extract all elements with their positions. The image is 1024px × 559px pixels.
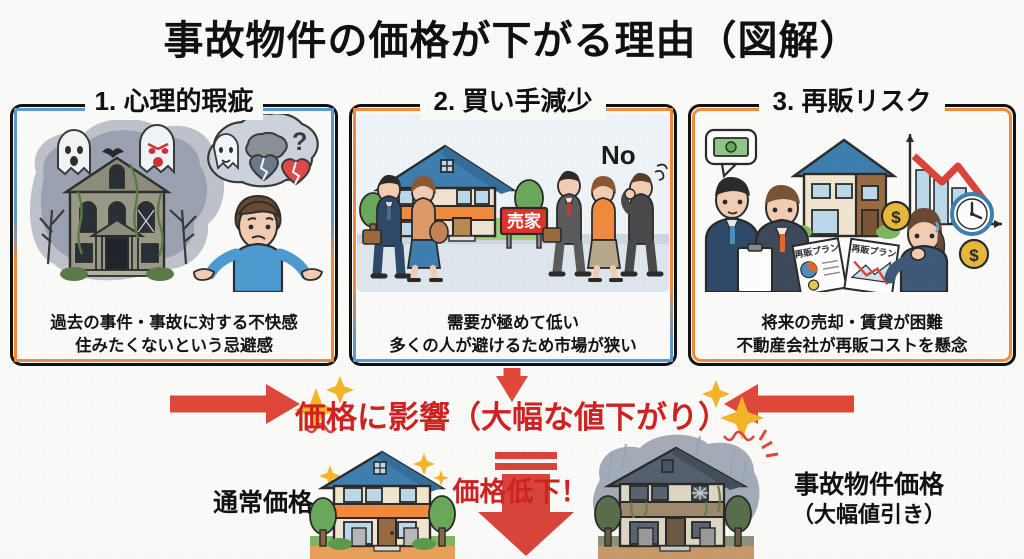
handbag — [429, 220, 449, 244]
bare-tree-left — [39, 209, 65, 265]
cracked-window — [692, 486, 708, 500]
bubble-broken-heart-grey — [248, 154, 280, 182]
svg-text:$: $ — [891, 208, 901, 227]
person-right-man-2 — [620, 163, 668, 277]
panel-2-caption-line1: 需要が極めて低い — [447, 314, 579, 333]
panel-1-illustration: ? — [18, 114, 330, 292]
normal-house-ground — [310, 545, 455, 559]
panel-3-illustration: 再販プラン 再販プラン — [696, 114, 1008, 292]
person-right-man-1 — [542, 170, 592, 277]
sweat-drop — [934, 221, 940, 233]
coin-1: $ — [880, 200, 912, 232]
shrub — [146, 267, 174, 281]
panel-1-header-notch — [85, 90, 263, 120]
price-drop-label: 価格低下！ — [452, 477, 588, 507]
briefcase — [362, 229, 382, 245]
clock-icon — [950, 192, 994, 236]
sweat-mark — [654, 163, 668, 181]
panel-1-header: 1. 心理的瑕疵 — [94, 86, 254, 116]
for-sale-sign: 売家 — [499, 206, 549, 249]
panel-2-header-notch — [420, 90, 606, 120]
panel-3-header-notch — [759, 90, 945, 120]
page-title: 事故物件の価格が下がる理由（図解） — [163, 19, 861, 63]
panel-3-caption: 将来の売却・賃貸が困難 不動産会社が再販コストを懸念 — [694, 312, 1010, 358]
impact-text: 価格に影響（大幅な値下がり） — [295, 400, 729, 435]
panel-2-header: 2. 買い手減少 — [433, 86, 593, 116]
panel-2-illustration: 売家 — [357, 114, 669, 292]
person-right-woman — [586, 176, 623, 283]
resale-plan-doc-1: 再販プラン — [791, 237, 848, 292]
shrub — [60, 267, 88, 281]
normal-price-label: 通常価格 — [212, 489, 313, 517]
briefcase — [542, 227, 562, 243]
panel-resale-risk: 3. 再販リスク — [688, 86, 1016, 366]
bubble-ghost — [213, 133, 239, 171]
stigma-price-sub: （大幅値引き） — [791, 502, 946, 528]
stigma-price-label: 事故物件価格 （大幅値引き） — [724, 470, 1014, 529]
panel-1-caption-line1: 過去の事件・事故に対する不快感 — [50, 314, 298, 333]
stigma-ground — [598, 545, 754, 559]
bat-icon — [102, 148, 124, 158]
panel-1-caption: 過去の事件・事故に対する不快感 住みたくないという忌避感 — [16, 312, 332, 358]
refusal-label: No — [601, 140, 636, 170]
house-sparkle-2 — [413, 453, 435, 475]
panel-2-caption-line2: 多くの人が避けるため市場が狭い — [389, 337, 637, 356]
money-bubble — [704, 128, 758, 179]
panel-3-caption-line2: 不動産会社が再販コストを懸念 — [736, 337, 968, 356]
agent-woman-right — [884, 208, 949, 292]
worried-person — [193, 194, 324, 292]
vines — [76, 163, 164, 257]
person-left-woman — [406, 176, 449, 283]
ghost-right — [139, 124, 175, 175]
resale-house — [788, 138, 900, 239]
panel-3-caption-line1: 将来の売却・賃貸が困難 — [761, 314, 943, 333]
panel-fewer-buyers: 2. 買い手減少 — [349, 86, 677, 366]
decay-vines — [630, 485, 722, 519]
panel-psychological-defect: 1. 心理的瑕疵 — [10, 86, 338, 366]
person-left-man — [362, 174, 412, 279]
hand-on-chin — [910, 247, 926, 261]
bubble-broken-heart-red — [280, 158, 312, 186]
for-sale-sign-label: 売家 — [507, 211, 541, 231]
coin-2: $ — [958, 238, 990, 270]
clipboard — [737, 243, 773, 292]
stigma-price-main: 事故物件価格 — [793, 471, 944, 499]
svg-text:$: $ — [969, 246, 979, 265]
panel-2-caption: 需要が極めて低い 多くの人が避けるため市場が狭い — [355, 312, 671, 358]
for-sale-house — [372, 144, 518, 242]
panel-3-header: 3. 再販リスク — [772, 86, 932, 116]
haunted-house — [60, 156, 174, 281]
ghost-left — [57, 129, 91, 177]
panel-1-caption-line2: 住みたくないという忌避感 — [75, 337, 273, 356]
resale-plan-doc-2: 再販プラン — [843, 237, 900, 292]
decline-arrow — [911, 153, 987, 203]
question-mark: ? — [292, 128, 307, 156]
bare-tree-right — [169, 209, 197, 265]
